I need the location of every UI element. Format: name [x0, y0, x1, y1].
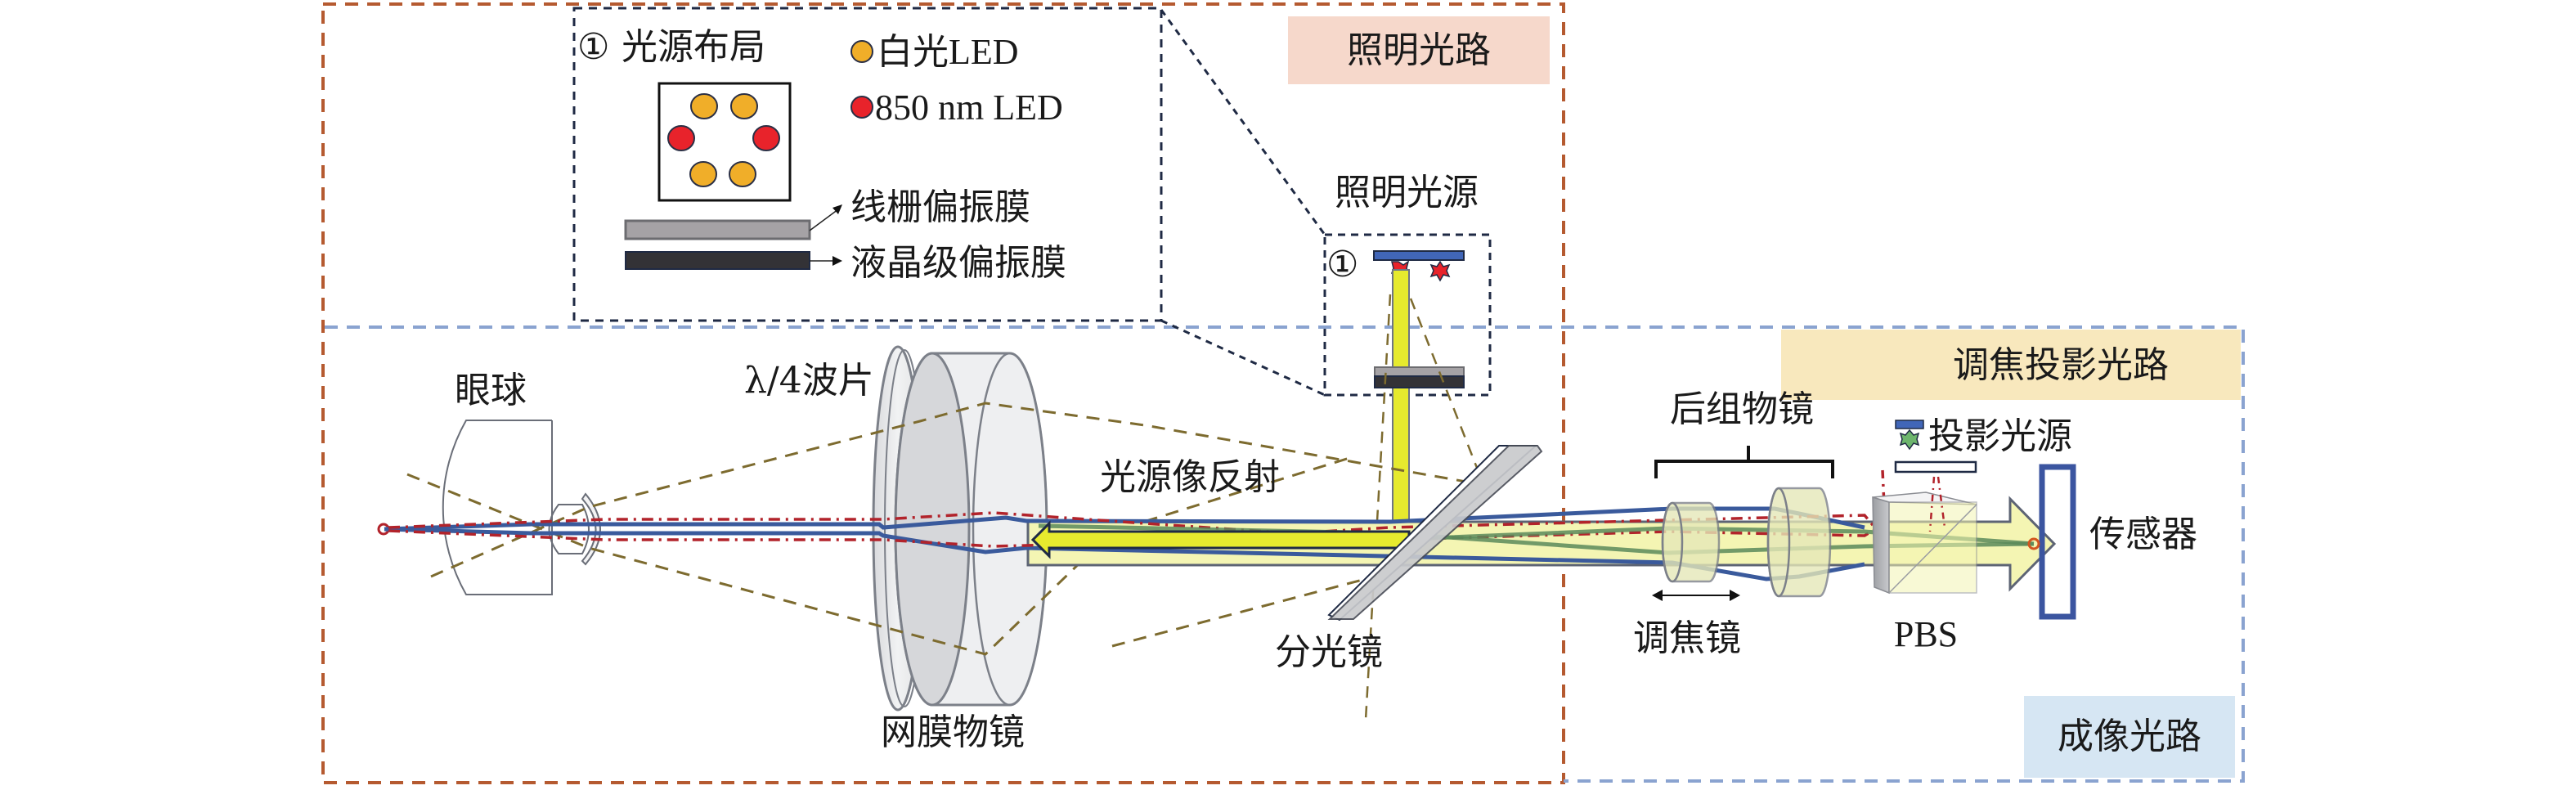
pbs-label: PBS: [1894, 614, 1958, 654]
ir-led: [667, 125, 695, 151]
illumination-label-bg: [1288, 16, 1550, 84]
illumination-region-border: [321, 2, 1565, 784]
field-ray: [430, 402, 1481, 578]
lc-polarizer-label: 液晶级偏振膜: [850, 242, 1066, 284]
eye-lens: [548, 504, 590, 554]
white-led: [689, 161, 717, 187]
quarter-wave-text: λ/4波片: [744, 360, 874, 402]
sensor-plane: [2039, 464, 2076, 620]
callout-line-top: [1160, 9, 1326, 236]
sensor: 传感器: [2027, 464, 2197, 620]
callout-line-bottom: [1160, 319, 1326, 397]
focus-projection-label-bg: [1781, 330, 2241, 400]
ir-led-star: [1429, 260, 1451, 282]
beam-splitter: 分光镜: [1275, 445, 1543, 673]
pbs-assembly: PBS 投影光源: [1872, 415, 2072, 654]
focus-lens: [1661, 501, 1721, 583]
imaging-region-border: [325, 325, 2245, 783]
illumination-source-label: 照明光源: [1335, 172, 1479, 213]
legend-white-led-dot: [850, 40, 873, 63]
illumination-label: 照明光路: [1347, 29, 1491, 71]
inset-title: 光源布局: [622, 26, 765, 68]
pbs-diagonal: [1888, 504, 1977, 594]
lc-polarizer-bar: [625, 251, 810, 270]
ir-led: [752, 125, 780, 151]
wire-grid-arrow: [809, 209, 839, 231]
imaging-label: 成像光路: [2058, 716, 2201, 757]
wire-grid-arrow-head: [832, 204, 842, 214]
pbs-cube-side: [1872, 496, 1890, 595]
eye-model: 眼球: [377, 370, 601, 595]
retinal-objective: λ/4波片 网膜物镜: [744, 345, 1048, 753]
eyeball-outline: [442, 420, 553, 595]
wire-grid-polarizer-label: 线栅偏振膜: [850, 186, 1030, 228]
focus-arrow-left-head: [1652, 590, 1663, 601]
projection-led-board: [1895, 420, 1924, 429]
illumination-cone-ray: [1364, 294, 1392, 720]
imaging-region: 调焦投影光路 成像光路: [325, 325, 2245, 783]
projection-led-star: [1899, 429, 1920, 451]
led-array: [667, 93, 780, 187]
beam-splitter-body: [1327, 445, 1543, 620]
retinal-objective-label: 网膜物镜: [881, 711, 1025, 753]
focus-lens-face: [1661, 501, 1684, 583]
field-ray: [1111, 571, 1391, 648]
sensor-focus-point: [2027, 537, 2040, 550]
illumination-cone-ray: [1409, 298, 1486, 487]
illumination-vertical-beam: [1392, 269, 1410, 534]
source-reflection-arrow: [1030, 520, 1411, 559]
lc-polarizer-arrow-head: [832, 256, 842, 266]
quarter-wave-label: λ/4波片: [744, 360, 874, 402]
focus-projection-label: 调焦投影光路: [1953, 344, 2169, 386]
illumination-polarizer-black: [1374, 375, 1465, 388]
source-reflection-label: 光源像反射: [1100, 456, 1280, 498]
illumination-region: 照明光路: [321, 2, 1565, 784]
rear-lens-face: [1766, 487, 1791, 598]
rear-objective-bracket: [1654, 446, 1834, 478]
rear-objective-label: 后组物镜: [1670, 388, 1814, 430]
illumination-led-board: [1373, 250, 1465, 261]
focus-lens-label: 调焦镜: [1633, 617, 1741, 659]
sensor-label: 传感器: [2089, 514, 2197, 555]
legend-ir-led-label: 850 nm LED: [875, 88, 1063, 128]
retinal-objective-lens-face: [894, 352, 971, 707]
white-led: [690, 93, 718, 119]
legend-ir-led-dot: [850, 96, 873, 119]
source-reflection: 光源像反射: [1030, 456, 1411, 559]
illumination-polarizer-grey: [1374, 366, 1465, 377]
illumination-source-marker: ①: [1326, 244, 1358, 285]
eye-label: 眼球: [455, 370, 527, 411]
rear-lens: [1766, 487, 1832, 598]
projection-plate: [1894, 460, 1977, 474]
inset-marker: ①: [577, 26, 609, 68]
rear-objective-group: 后组物镜 调焦镜: [1633, 388, 1834, 659]
projection-source-label: 投影光源: [1928, 415, 2072, 457]
legend-white-led-label: 白光LED: [877, 32, 1019, 72]
illumination-source: 照明光源 ①: [1323, 172, 1492, 720]
white-led: [729, 161, 756, 187]
white-led: [730, 93, 758, 119]
focus-arrow-right-head: [1730, 590, 1740, 601]
imaging-label-bg: [2024, 696, 2235, 778]
wire-grid-polarizer-bar: [624, 219, 811, 240]
light-source-layout-inset: ① 光源布局 白光LED 850 nm LED 线栅偏振膜 液晶级偏振膜: [572, 7, 1326, 397]
beam-splitter-label: 分光镜: [1275, 631, 1383, 673]
